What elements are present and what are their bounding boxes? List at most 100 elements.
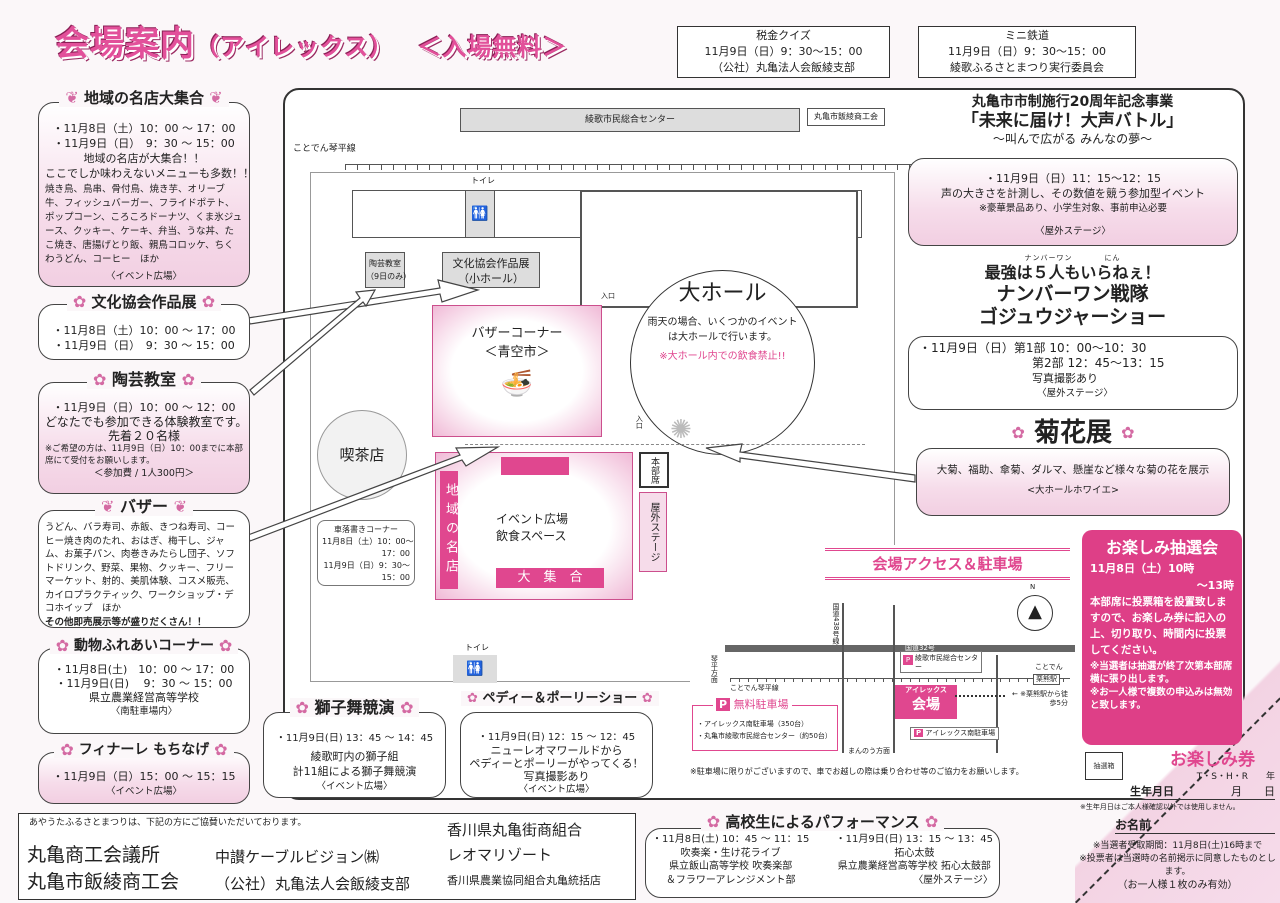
card-time: ・11月8日(土) 10：00 ～ 17：00 xyxy=(53,663,235,676)
box-org: 綾歌ふるさとまつり実行委員会 xyxy=(950,61,1104,74)
rail-line xyxy=(345,164,1185,170)
kotohira-direction: 琴平方面 xyxy=(710,655,719,683)
lottery-time: 11月8日（土）10時 xyxy=(1090,562,1195,575)
parking-note: ※駐車場に限りがございますので、車でお越しの際は乗り合わせ等のご協力をお願いしま… xyxy=(690,767,1024,776)
famous-shops-card: ❦ 地域の名店大集合 ❦ ・11月8日（土）10：00 ～ 17：00 ・11月… xyxy=(38,88,254,287)
route438-label: 国道438号線 xyxy=(832,603,840,645)
card-title-2: ポーリーショー xyxy=(546,691,638,706)
site-boundary xyxy=(310,172,895,682)
perf-time: ・11月9日(日) 13：15 ～ 13：45 xyxy=(835,834,993,845)
card-text: 写真撮影あり xyxy=(1032,372,1098,385)
maple-leaf-icon: ✿ xyxy=(706,812,721,831)
card-text: 声の大きさを計測し、その数値を競う参加型イベント xyxy=(941,187,1205,200)
perf-school: 県立飯山高等学校 吹奏楽部 xyxy=(669,861,793,872)
animal-corner-card: ✿ 動物ふれあいコーナー ✿ ・11月8日(土) 10：00 ～ 17：00 ・… xyxy=(38,636,250,734)
corner-time: 15：00 xyxy=(381,573,410,582)
manno-direction: まんのう方面 xyxy=(848,747,890,755)
south-parking: P アイレックス南駐車場 xyxy=(910,727,1000,740)
gojuger-header: ナンバーワン にん 最強は５人もいらねぇ！ ナンバーワン戦隊 ゴジュウジャーショ… xyxy=(905,254,1240,329)
card-text: 先着２０名様 xyxy=(107,429,180,443)
culture-exhibit-room: 文化協会作品展（小ホール） xyxy=(442,252,540,288)
sponsor-name: 丸亀商工会議所 xyxy=(27,844,161,866)
route32-road xyxy=(725,645,1075,652)
card-place: <大ホールホワイエ> xyxy=(1027,485,1119,496)
event-title: ナンバーワン戦隊 xyxy=(996,283,1149,305)
corner-time: 11月8日（土）10：00～ xyxy=(322,537,414,546)
box-title: 税金クイズ xyxy=(756,29,811,42)
venue-label: 会場 xyxy=(912,697,940,713)
card-title: 高校生によるパフォーマンス xyxy=(725,812,920,831)
card-place: 〈屋外ステージ〉 xyxy=(1035,226,1111,237)
parking-item: ・アイレックス南駐車場（350台） xyxy=(697,720,809,728)
sponsors-intro: あやうたふるさとまつりは、下記の方にご協賛いただいております。 xyxy=(29,818,307,828)
access-rail-label: ことでん琴平線 xyxy=(730,684,779,692)
lion-dance-card: ✿ 獅子舞競演 ✿ ・11月9日(日) 13：45 ～ 14：45 綾歌町内の獅… xyxy=(263,698,446,798)
maple-leaf-icon: ✿ xyxy=(55,636,70,655)
ginkgo-leaf-icon: ❦ xyxy=(101,497,115,517)
card-text: 写真撮影あり xyxy=(523,770,590,783)
maple-leaf-icon: ✿ xyxy=(295,698,309,718)
peddy-polly-card: ✿ ペディー＆ポーリーショー ✿ ・11月9日(日) 12：15 ～ 12：45… xyxy=(460,691,659,798)
maple-leaf-icon: ✿ xyxy=(467,691,478,706)
card-place: 〈イベント広場〉 xyxy=(316,781,393,792)
bazaar-corner: バザーコーナー＜青空市＞ 🍜 xyxy=(432,305,602,437)
title-main: 会場案内 xyxy=(55,24,195,64)
performance-day2: ・11月9日(日) 13：15 ～ 13：45 拓心太鼓県立農業経営高等学校 拓心… xyxy=(836,833,993,887)
ticket-note: ※当選者受取期間：11月8日(土)16時まで xyxy=(1092,841,1263,851)
large-hall: 大ホール 雨天の場合、いくつかのイベントは大ホールで行います。 ※大ホール内での… xyxy=(630,270,815,455)
card-title: フィナーレ もちなげ xyxy=(78,742,210,759)
page-title: 会場案内（アイレックス） ＜入場無料＞ xyxy=(55,22,567,69)
hall-warning: ※大ホール内での飲食禁止!! xyxy=(659,351,786,362)
maple-leaf-icon: ✿ xyxy=(181,370,195,390)
perf-school: 県立農業経営高等学校 拓心太鼓部 xyxy=(837,861,991,872)
card-place: 〈イベント広場〉 xyxy=(105,271,182,282)
chrysanthemum-icon: ✺ xyxy=(670,415,692,445)
access-title: 会場アクセス＆駐車場 xyxy=(825,548,1070,580)
ginkgo-leaf-icon: ❦ xyxy=(173,497,187,517)
venue-sub: アイレックス xyxy=(905,686,947,694)
perf-place: 〈屋外ステージ〉 xyxy=(913,874,993,886)
ruby-text: ナンバーワン xyxy=(1024,254,1073,262)
parking-icon: P xyxy=(903,655,913,665)
card-text: 計11組による獅子舞競演 xyxy=(292,765,417,778)
rail-label: ことでん琴平線 xyxy=(293,144,356,154)
ginkgo-leaf-icon: ❦ xyxy=(65,88,79,107)
maple-leaf-icon: ✿ xyxy=(72,292,87,311)
station-label: 栗熊駅 xyxy=(1033,674,1060,685)
name-field[interactable]: お名前 xyxy=(1115,818,1275,834)
birthdate-field[interactable]: 生年月日月 日 xyxy=(1130,785,1275,800)
card-time: ・11月9日（日） 9：30 ～ 15：00 xyxy=(53,137,235,150)
card-place: 〈イベント広場〉 xyxy=(105,786,182,797)
box-time: 11月9日（日）9：30～15：00 xyxy=(704,45,863,58)
entrance-label-2: 入口 xyxy=(635,415,644,429)
maple-leaf-icon: ✿ xyxy=(1011,423,1025,443)
sponsor-name: 中讃ケーブルビジョン㈱ xyxy=(215,848,380,866)
room-note: （9日のみ） xyxy=(366,272,412,281)
sponsors-box: あやうたふるさとまつりは、下記の方にご協賛いただいております。 丸亀商工会議所丸… xyxy=(18,813,636,900)
arrow-pottery xyxy=(249,289,377,396)
card-text: どなたでも参加できる体験教室です。 xyxy=(45,415,248,429)
lottery-text: 本部席に投票箱を設置致しますので、お楽しみ券に記入の上、切り取り、時間内に投票し… xyxy=(1090,596,1227,656)
lottery-box: お楽しみ抽選会 11月8日（土）10時 ～13時 本部席に投票箱を設置致しますの… xyxy=(1082,530,1242,745)
card-text: 地域の名店が大集合！！ xyxy=(83,152,205,165)
card-fee: ＜参加費 / 1人300円＞ xyxy=(94,468,194,479)
plaza-label: イベント広場 xyxy=(496,512,569,526)
maple-leaf-icon: ✿ xyxy=(400,698,414,718)
card-text: ここでしか味わえないメニューも多数！！ xyxy=(45,167,254,180)
arrow-bazaar xyxy=(247,446,501,542)
event-subtitle: ～叫んで広がる みんなの夢～ xyxy=(992,132,1153,146)
card-title: 菊花展 xyxy=(1033,418,1112,448)
pottery-room: 陶芸教室（9日のみ） xyxy=(365,252,412,288)
corner-time: 17：00 xyxy=(381,549,410,558)
card-time: ・11月9日（日）15：00 ～ 15：15 xyxy=(52,770,236,783)
famous-shops-label: 地域の名店 xyxy=(440,471,458,589)
perf-title: 拓心太鼓 xyxy=(894,847,935,859)
card-time: ・11月9日（日）10：00 ～ 12：00 xyxy=(52,401,236,414)
kotoden-label: ことでん xyxy=(1035,663,1063,671)
sponsors-col2: 中讃ケーブルビジョン㈱（公社）丸亀法人会飯綾支部 xyxy=(215,844,410,898)
ginkgo-leaf-icon: ❦ xyxy=(209,88,223,107)
free-parking-title: P 無料駐車場 xyxy=(713,698,792,711)
